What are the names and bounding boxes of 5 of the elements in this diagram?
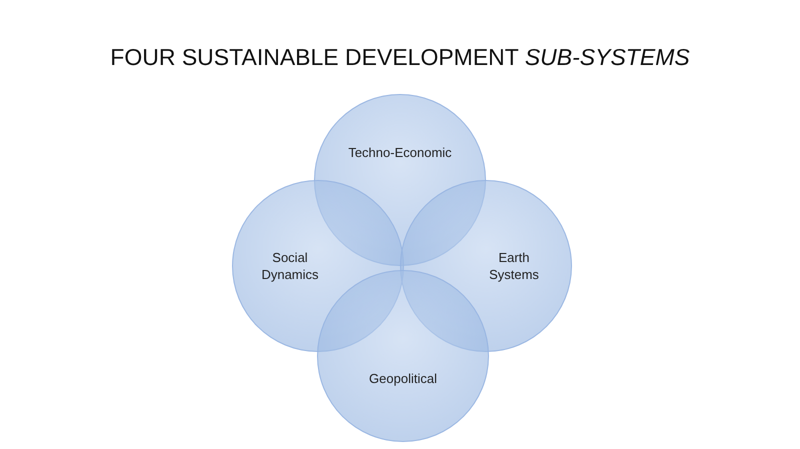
circle-label: Social Dynamics: [260, 249, 320, 283]
circle-label: Geopolitical: [369, 370, 437, 386]
circle-label: Techno-Economic: [348, 144, 452, 160]
circle-label: Earth Systems: [488, 249, 540, 283]
title: FOUR SUSTAINABLE DEVELOPMENT SUB-SYSTEMS: [110, 44, 690, 71]
